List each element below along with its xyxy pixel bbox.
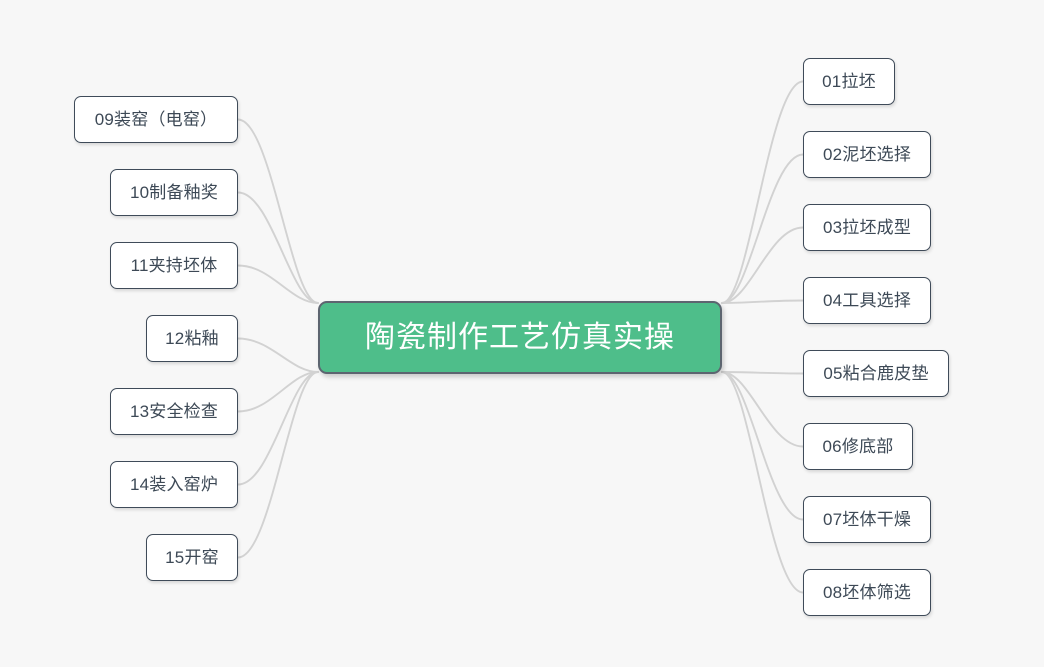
node-label: 04工具选择 (822, 291, 912, 310)
branch-node-left-5[interactable]: 13安全检查 (110, 388, 238, 435)
node-label: 02泥坯选择 (822, 145, 912, 164)
node-label: 05粘合鹿皮垫 (823, 364, 929, 383)
edge-left-2 (237, 191, 319, 304)
edge-left-3 (237, 264, 319, 304)
edge-left-1 (237, 118, 319, 304)
branch-node-right-6[interactable]: 06修底部 (803, 423, 913, 470)
node-label: 06修底部 (822, 437, 894, 456)
edge-right-8 (721, 371, 804, 594)
branch-node-right-8[interactable]: 08坯体筛选 (803, 569, 931, 616)
branch-node-right-2[interactable]: 02泥坯选择 (803, 131, 931, 178)
branch-node-left-6[interactable]: 14装入窑炉 (110, 461, 238, 508)
branch-node-right-4[interactable]: 04工具选择 (803, 277, 931, 324)
edge-right-6 (721, 371, 804, 448)
node-label: 陶瓷制作工艺仿真实操 (365, 320, 675, 354)
root-node[interactable]: 陶瓷制作工艺仿真实操 (318, 301, 722, 374)
edge-right-2 (721, 153, 804, 304)
node-label: 07坯体干燥 (822, 510, 912, 529)
node-label: 03拉坯成型 (822, 218, 912, 237)
branch-node-left-1[interactable]: 09装窑（电窑） (74, 96, 238, 143)
node-label: 08坯体筛选 (822, 583, 912, 602)
node-label: 10制备釉奖 (129, 183, 219, 202)
node-label: 11夹持坯体 (130, 256, 218, 275)
node-label: 09装窑（电窑） (94, 110, 218, 129)
branch-node-right-7[interactable]: 07坯体干燥 (803, 496, 931, 543)
node-label: 14装入窑炉 (129, 475, 219, 494)
edge-right-7 (721, 371, 804, 521)
branch-node-left-3[interactable]: 11夹持坯体 (110, 242, 238, 289)
node-label: 12粘釉 (165, 329, 219, 348)
edge-left-4 (237, 337, 319, 373)
branch-node-left-2[interactable]: 10制备釉奖 (110, 169, 238, 216)
branch-node-left-4[interactable]: 12粘釉 (146, 315, 238, 362)
edge-right-4 (721, 299, 804, 304)
edge-right-5 (721, 371, 804, 375)
edge-right-3 (721, 226, 804, 304)
edge-left-5 (237, 371, 319, 413)
edge-right-1 (721, 80, 804, 304)
branch-node-right-3[interactable]: 03拉坯成型 (803, 204, 931, 251)
node-label: 01拉坯 (822, 72, 876, 91)
edge-left-6 (237, 371, 319, 486)
branch-node-right-1[interactable]: 01拉坯 (803, 58, 895, 105)
branch-node-left-7[interactable]: 15开窑 (146, 534, 238, 581)
node-label: 13安全检查 (129, 402, 219, 421)
branch-node-right-5[interactable]: 05粘合鹿皮垫 (803, 350, 949, 397)
edge-left-7 (237, 371, 319, 559)
node-label: 15开窑 (165, 548, 219, 567)
